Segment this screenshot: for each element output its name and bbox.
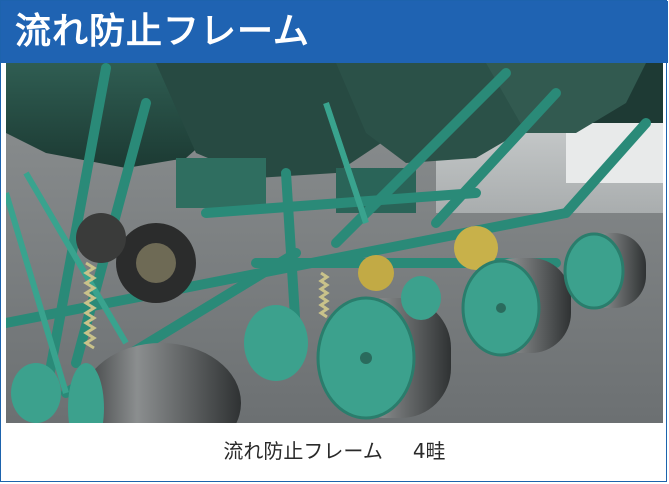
roller-3: [461, 258, 571, 357]
roller-2: [316, 296, 451, 420]
planter-machine-illustration: [6, 63, 663, 423]
roller-1: [68, 343, 241, 423]
caption-text: 流れ防止フレーム: [223, 439, 383, 463]
roller-4: [563, 232, 646, 310]
caption: 流れ防止フレーム 4畦: [1, 427, 668, 477]
title-banner: 流れ防止フレーム: [1, 1, 668, 63]
caption-rows: 4畦: [412, 439, 446, 463]
photo: [6, 63, 663, 423]
page-title: 流れ防止フレーム: [15, 11, 310, 52]
